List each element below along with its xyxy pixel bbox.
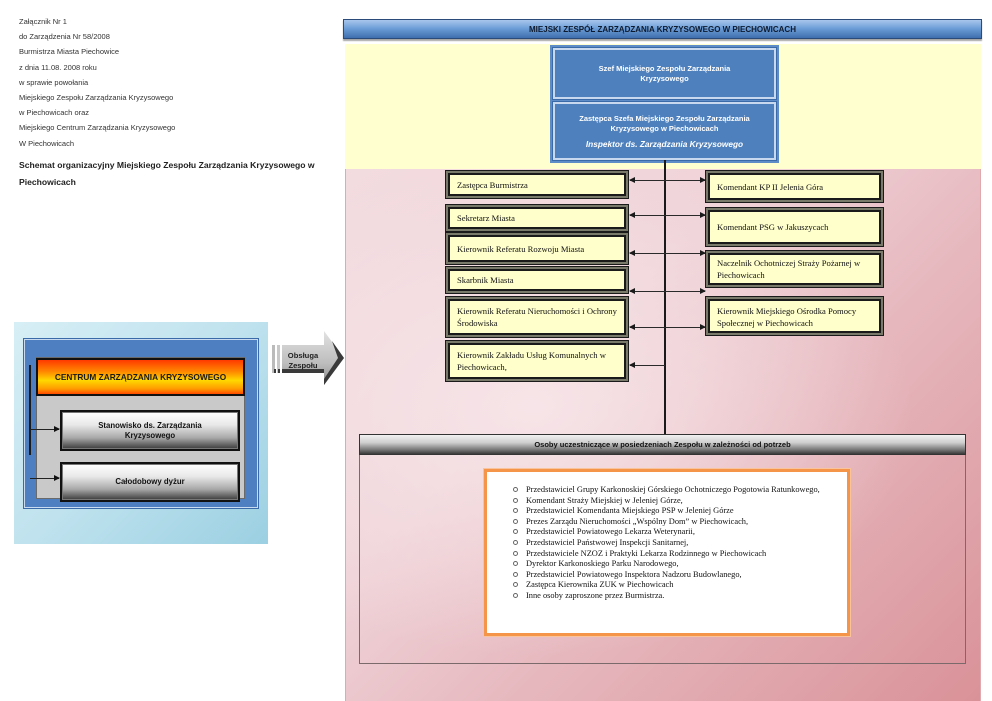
participant-item: Przedstawiciel Komendanta Miejskiego PSP…	[513, 506, 837, 517]
participant-item: Zastępca Kierownika ZUK w Piechowicach	[513, 580, 837, 591]
circle-bullet-icon	[513, 518, 518, 524]
member-label: Naczelnik Ochotniczej Straży Pożarnej w …	[717, 258, 861, 280]
member-label: Komendant KP II Jelenia Góra	[717, 181, 824, 192]
circle-bullet-icon	[513, 497, 518, 503]
member-box-left: Sekretarz Miasta	[448, 207, 626, 229]
deputy-box: Zastępca Szefa Miejskiego Zespołu Zarząd…	[552, 101, 777, 161]
arrow-stripe	[272, 345, 275, 373]
member-box-right: Kierownik Miejskiego Ośrodka Pomocy Społ…	[708, 299, 881, 333]
header-line: Załącznik Nr 1	[19, 17, 67, 26]
connector-arrow	[30, 426, 60, 432]
header-line: Miejskiego Centrum Zarządzania Kryzysowe…	[19, 123, 176, 133]
header-line: Miejskiego Zespołu Zarządzania Kryzysowe…	[19, 92, 174, 102]
connector-arrow	[629, 250, 706, 256]
deputy-role-label: Inspektor ds. Zarządzania Kryzysowego	[585, 138, 744, 149]
header-line: z dnia 11.08. 2008 roku	[19, 62, 97, 72]
arrow-base-shadow	[282, 369, 324, 373]
participant-item: Dyrektor Karkonoskiego Parku Narodowego,	[513, 559, 837, 570]
connector-arrow	[629, 324, 706, 330]
member-box-right: Komendant KP II Jelenia Góra	[708, 173, 881, 200]
member-box-right: Komendant PSG w Jakuszycach	[708, 210, 881, 244]
schema-title: Schemat organizacyjny Miejskiego Zespołu…	[19, 160, 315, 187]
chief-label: Szef Miejskiego Zespołu Zarządzania Kryz…	[598, 63, 731, 83]
circle-bullet-icon	[513, 539, 518, 545]
header-line: W Piechowicach	[19, 138, 75, 148]
participant-item: Przedstawiciel Państwowej Inspekcji Sani…	[513, 538, 837, 549]
member-label: Komendant PSG w Jakuszycach	[717, 222, 829, 232]
header-line: w Piechowicach oraz	[19, 108, 90, 118]
participant-item: Prezes Zarządu Nieruchomości „Wspólny Do…	[513, 517, 837, 528]
service-label-line: Obsługa	[287, 351, 319, 360]
member-label: Sekretarz Miasta	[457, 213, 515, 223]
participant-item: Przedstawiciel Grupy Karkonoskiej Górski…	[513, 485, 837, 496]
deputy-label: Zastępca Szefa Miejskiego Zespołu Zarząd…	[579, 113, 750, 133]
unit-box: Stanowisko ds. Zarządzania Kryzysowego	[60, 410, 240, 451]
participants-header: Osoby uczestniczące w posiedzeniach Zesp…	[359, 434, 966, 455]
arrow-stripe-shadow	[274, 369, 276, 373]
participant-item: Przedstawiciel Powiatowego Lekarza Weter…	[513, 527, 837, 538]
member-label: Zastępca Burmistrza	[457, 179, 528, 190]
team-title-bar: MIEJSKI ZESPÓŁ ZARZĄDZANIA KRYZYSOWEGO W…	[343, 19, 982, 39]
centrum-title: CENTRUM ZARZĄDZANIA KRYZYSOWEGO	[36, 358, 245, 396]
circle-bullet-icon	[513, 561, 518, 567]
participant-item: Inne osoby zaproszone przez Burmistrza.	[513, 591, 837, 602]
arrow-shadow	[324, 341, 344, 385]
member-box-left: Kierownik Referatu Rozwoju Miasta	[448, 235, 626, 262]
circle-bullet-icon	[513, 487, 518, 492]
centrum-connector-line	[29, 365, 31, 455]
participants-list: Przedstawiciel Grupy Karkonoskiej Górski…	[513, 485, 837, 602]
participants-list-box: Przedstawiciel Grupy Karkonoskiej Górski…	[484, 469, 850, 636]
center-connector-line	[664, 160, 666, 434]
connector-arrow	[629, 288, 706, 294]
connector-arrow	[629, 212, 706, 218]
member-box-left: Skarbnik Miasta	[448, 269, 626, 291]
participant-item: Przedstawiciele NZOZ i Praktyki Lekarza …	[513, 549, 837, 560]
participants-frame	[359, 455, 966, 664]
unit-box: Całodobowy dyżur	[60, 462, 240, 502]
header-line: Burmistrza Miasta Piechowice	[19, 47, 120, 57]
connector-arrow	[629, 362, 665, 368]
circle-bullet-icon	[513, 550, 518, 556]
circle-bullet-icon	[513, 592, 518, 598]
service-arrow-icon	[272, 331, 344, 385]
circle-bullet-icon	[513, 582, 518, 588]
participant-item: Przedstawiciel Powiatowego Inspektora Na…	[513, 570, 837, 581]
header-line: w sprawie powołania	[19, 77, 89, 87]
unit-label: Stanowisko ds. Zarządzania Kryzysowego	[98, 420, 202, 440]
connector-arrow	[629, 177, 706, 183]
member-label: Kierownik Miejskiego Ośrodka Pomocy Społ…	[717, 306, 857, 328]
member-box-left: Zastępca Burmistrza	[448, 173, 626, 196]
circle-bullet-icon	[513, 529, 518, 535]
member-label: Kierownik Referatu Rozwoju Miasta	[457, 243, 585, 254]
arrow-stripe	[277, 345, 280, 373]
circle-bullet-icon	[513, 508, 518, 514]
member-box-left: Kierownik Referatu Nieruchomości i Ochro…	[448, 299, 626, 335]
chief-box: Szef Miejskiego Zespołu Zarządzania Kryz…	[552, 47, 777, 100]
circle-bullet-icon	[513, 571, 518, 577]
member-label: Kierownik Referatu Nieruchomości i Ochro…	[457, 306, 617, 328]
arrow-stripe-shadow	[278, 369, 280, 373]
unit-label: Całodobowy dyżur	[115, 477, 185, 486]
member-label: Skarbnik Miasta	[457, 275, 514, 285]
member-label: Kierownik Zakładu Usług Komunalnych w Pi…	[457, 350, 606, 372]
service-arrow-label: Obsługa Zespołu	[278, 351, 328, 371]
member-box-left: Kierownik Zakładu Usług Komunalnych w Pi…	[448, 343, 626, 379]
connector-arrow	[30, 475, 60, 481]
member-box-right: Naczelnik Ochotniczej Straży Pożarnej w …	[708, 253, 881, 285]
service-label-line: Zespołu	[288, 361, 318, 370]
header-line: do Zarządzenia Nr 58/2008	[19, 32, 110, 42]
document-header: Załącznik Nr 1 do Zarządzenia Nr 58/2008…	[19, 14, 339, 151]
participant-item: Komendant Straży Miejskiej w Jeleniej Gó…	[513, 496, 837, 507]
